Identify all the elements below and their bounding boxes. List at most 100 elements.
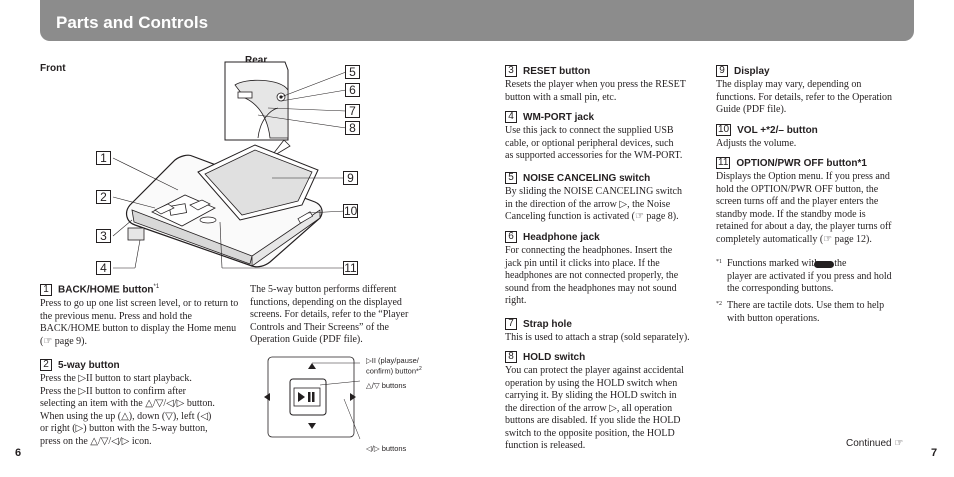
section-4-line: as supported accessories for the WM-PORT… — [505, 150, 683, 161]
section-10-heading: 10 VOL +*2/– button — [716, 124, 818, 136]
section-9-line: The display may vary, depending on — [716, 79, 862, 90]
section-2-text: Press the ▷II button to start playback. … — [40, 373, 252, 448]
section-2-line: Press the ▷II button to start playback. — [40, 373, 192, 384]
section-3-number: 3 — [505, 65, 517, 77]
section-6-line: headphones are not connected properly, t… — [505, 270, 679, 281]
play-pause-label-line2: confirm) button* — [366, 366, 419, 376]
section-10-title: VOL +*2/– button — [737, 124, 818, 136]
section-6-text: For connecting the headphones. Insert th… — [505, 245, 710, 308]
section-2-line: or right (▷) button with the 5-way butto… — [40, 423, 208, 434]
section-6-number: 6 — [505, 231, 517, 243]
section-2-line: selecting an item with the △/▽/◁/▷ butto… — [40, 398, 215, 409]
way-note-line: functions, depending on the displayed — [250, 296, 402, 308]
section-11-line: standby mode. If the standby mode is — [716, 208, 866, 220]
section-7-line: This is used to attach a strap (sold sep… — [505, 332, 690, 343]
way-note-line: The 5-way button performs different — [250, 284, 397, 295]
section-6-line: jack pin until it clicks into place. If … — [505, 257, 660, 269]
hold-marker-icon — [814, 261, 834, 268]
play-pause-label-line1: ▷II (play/pause/ — [366, 356, 419, 365]
section-3-title: RESET button — [523, 65, 591, 77]
section-8-line: operation by using the HOLD switch when — [505, 377, 678, 389]
continued-link[interactable]: Continued ☞ — [846, 438, 904, 449]
footnote-2-line: There are tactile dots. Use them to help — [727, 300, 885, 311]
section-1-heading: 1 BACK/HOME button*1 — [40, 284, 159, 296]
footnote-1-line: player are activated if you press and ho… — [727, 270, 892, 282]
section-9-line: functions. For details, refer to the Ope… — [716, 91, 893, 103]
callout-10: 10 — [343, 204, 358, 218]
section-1-sup: *1 — [153, 284, 160, 291]
section-2-line: Press the ▷II button to confirm after — [40, 385, 186, 397]
section-2-title: 5-way button — [58, 359, 120, 371]
page-number-right: 7 — [931, 447, 938, 459]
section-8-line: switch to the opposite position, the HOL… — [505, 427, 675, 439]
section-10-line: Adjusts the volume. — [716, 138, 797, 149]
section-8-line: carrying it. By sliding the HOLD switch … — [505, 390, 677, 401]
section-6-line: sound from the headphones may not sound — [505, 282, 677, 294]
section-3-text: Resets the player when you press the RES… — [505, 79, 710, 104]
left-right-label: ◁/▷ buttons — [366, 444, 407, 453]
way-note-text: The 5-way button performs different func… — [250, 284, 450, 347]
front-label: Front — [40, 63, 66, 74]
footnote-1-line: Functions marked with on the — [727, 258, 847, 269]
section-1-title: BACK/HOME button — [58, 284, 154, 296]
section-3-heading: 3 RESET button — [505, 65, 590, 77]
section-5-line: in the direction of the arrow ▷, the Noi… — [505, 198, 671, 210]
page-number-left: 6 — [15, 447, 22, 459]
section-2-line: press on the △/▽/◁/▷ icon. — [40, 435, 152, 447]
section-5-number: 5 — [505, 172, 517, 184]
section-8-line: buttons are disabled. If you slide the H… — [505, 415, 681, 426]
callout-11: 11 — [343, 261, 358, 275]
section-2-number: 2 — [40, 359, 52, 371]
footnote-1-line: the corresponding buttons. — [727, 283, 834, 294]
section-3-line: button with a small pin, etc. — [505, 91, 617, 103]
footnote-1-mark: *1 — [716, 259, 722, 265]
callout-8: 8 — [345, 121, 360, 135]
section-9-heading: 9 Display — [716, 65, 770, 77]
section-8-line: function is released. — [505, 440, 586, 451]
section-9-title: Display — [734, 65, 770, 77]
section-4-number: 4 — [505, 111, 517, 123]
section-11-line: hold the OPTION/PWR OFF button, the — [716, 183, 879, 195]
section-5-heading: 5 NOISE CANCELING switch — [505, 172, 650, 184]
section-2-line: When using the up (△), down (▽), left (◁… — [40, 410, 212, 422]
section-11-text: Displays the Option menu. If you press a… — [716, 171, 921, 246]
up-down-label: △/▽ buttons — [366, 381, 407, 390]
section-11-line: completely automatically (☞ page 12). — [716, 233, 872, 245]
section-10-text: Adjusts the volume. — [716, 138, 921, 151]
section-5-title: NOISE CANCELING switch — [523, 172, 651, 184]
section-10-number: 10 — [716, 124, 732, 136]
section-6-heading: 6 Headphone jack — [505, 231, 600, 243]
rear-label: Rear — [245, 55, 268, 66]
section-7-heading: 7 Strap hole — [505, 318, 572, 330]
section-8-number: 8 — [505, 351, 517, 363]
section-8-line: the direction of the arrow ▷, all operat… — [505, 402, 673, 414]
section-7-text: This is used to attach a strap (sold sep… — [505, 332, 710, 345]
section-1-number: 1 — [40, 284, 52, 296]
section-9-text: The display may vary, depending on funct… — [716, 79, 921, 117]
callout-1: 1 — [96, 151, 111, 165]
header-bar: Parts and Controls — [40, 0, 914, 41]
section-1-text: Press to go up one list screen level, or… — [40, 298, 239, 347]
callout-5: 5 — [345, 65, 360, 79]
section-5-text: By sliding the NOISE CANCELING switch in… — [505, 186, 710, 224]
way-note-line: Operation Guide (PDF file). — [250, 334, 363, 345]
section-5-line: By sliding the NOISE CANCELING switch — [505, 186, 682, 197]
section-6-title: Headphone jack — [523, 231, 600, 243]
five-way-diagram — [264, 356, 361, 440]
section-6-line: For connecting the headphones. Insert th… — [505, 245, 673, 256]
footnote-1: *1 Functions marked with on the player a… — [716, 258, 921, 296]
section-6-line: right. — [505, 295, 527, 306]
section-8-text: You can protect the player against accid… — [505, 365, 710, 453]
section-7-title: Strap hole — [523, 318, 572, 330]
section-9-number: 9 — [716, 65, 728, 77]
callout-9: 9 — [343, 171, 358, 185]
footnote-2: *2 There are tactile dots. Use them to h… — [716, 300, 921, 325]
section-11-number: 11 — [716, 157, 731, 169]
section-5-line: Canceling function is activated (☞ page … — [505, 211, 679, 222]
footnote-2-mark: *2 — [716, 301, 722, 307]
section-4-heading: 4 WM-PORT jack — [505, 111, 594, 123]
section-4-text: Use this jack to connect the supplied US… — [505, 125, 710, 163]
section-11-line: Displays the Option menu. If you press a… — [716, 171, 890, 182]
section-11-heading: 11 OPTION/PWR OFF button*1 — [716, 157, 867, 169]
section-11-line: screen turns off and the player enters t… — [716, 196, 879, 207]
